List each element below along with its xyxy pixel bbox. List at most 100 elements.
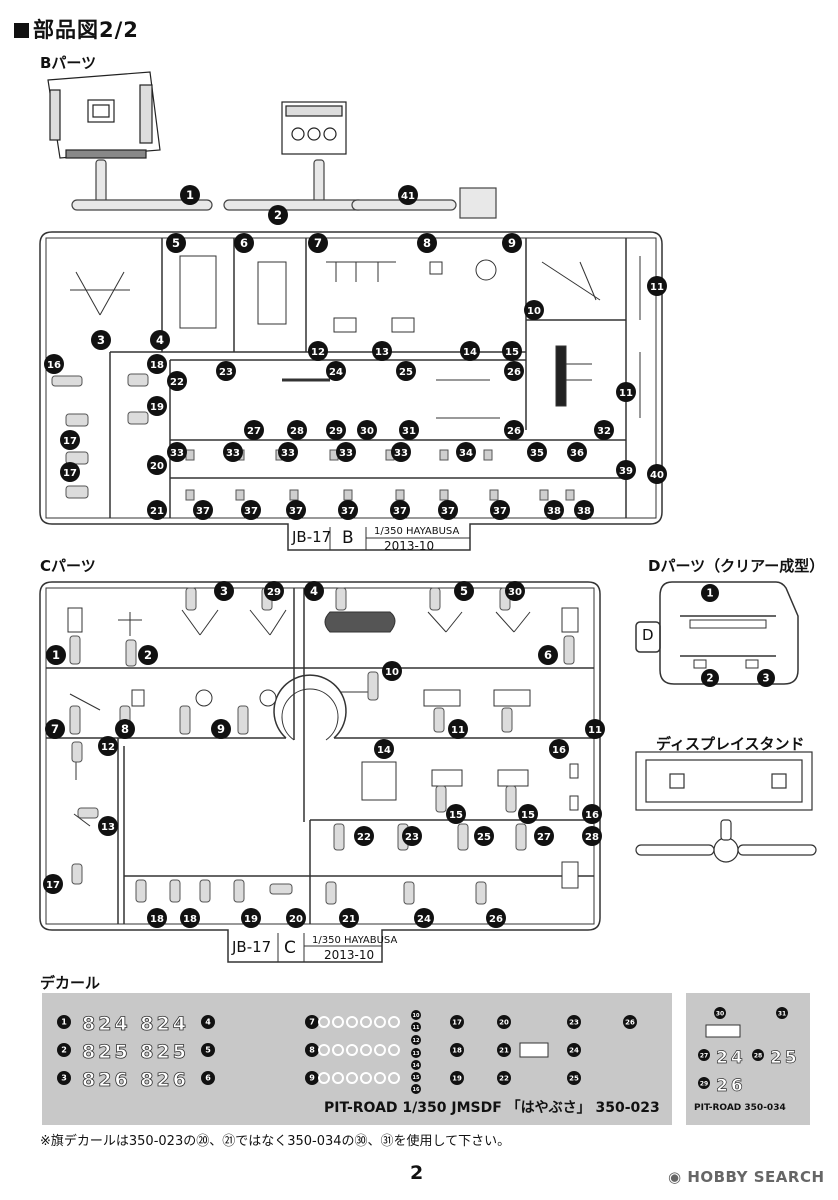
part-c-marker-text: 14 bbox=[377, 745, 391, 756]
decal-marker: 12 bbox=[411, 1035, 421, 1045]
decal-marker-disc bbox=[411, 1035, 421, 1045]
decal-row-marker-text: 1 bbox=[61, 1018, 67, 1027]
part-b-marker-text: 37 bbox=[341, 506, 355, 517]
part-b-marker-disc bbox=[574, 500, 594, 520]
part-b-marker-text: 29 bbox=[329, 426, 343, 437]
part-b-marker: 4 bbox=[150, 330, 170, 350]
part-b-marker-disc bbox=[460, 341, 480, 361]
part-b-marker: 35 bbox=[527, 442, 547, 462]
decal-hull-number: 826 826 bbox=[82, 1069, 189, 1091]
part-b-marker: 25 bbox=[396, 361, 416, 381]
part-b-marker: 38 bbox=[544, 500, 564, 520]
decal2-marker: 30 bbox=[714, 1007, 726, 1019]
part-c-marker-text: 15 bbox=[521, 810, 535, 821]
part-c-marker: 1 bbox=[46, 645, 66, 665]
part-c-marker-disc bbox=[115, 719, 135, 739]
part-c-marker-text: 18 bbox=[183, 914, 197, 925]
part-c-marker: 16 bbox=[582, 804, 602, 824]
part-b-marker-disc bbox=[504, 361, 524, 381]
sprue-d-and-stand-diagram bbox=[635, 581, 817, 863]
decal-marker: 19 bbox=[450, 1071, 464, 1085]
part-b-marker: 13 bbox=[372, 341, 392, 361]
decal-marker-text: 19 bbox=[452, 1075, 462, 1083]
part-b-marker-disc bbox=[616, 382, 636, 402]
part-c-marker: 30 bbox=[505, 581, 525, 601]
part-b-marker-text: 10 bbox=[527, 306, 541, 317]
part-b-marker-text: 4 bbox=[156, 333, 164, 347]
part-c-marker: 27 bbox=[534, 826, 554, 846]
part-c-marker: 16 bbox=[549, 739, 569, 759]
part-b-marker: 20 bbox=[147, 455, 167, 475]
part-c-marker: 21 bbox=[339, 908, 359, 928]
decal-ring bbox=[346, 1016, 358, 1028]
part-c-marker: 11 bbox=[448, 719, 468, 739]
part-b-marker: 37 bbox=[438, 500, 458, 520]
decal-marker-disc bbox=[411, 1022, 421, 1032]
sprue-b-code: JB-17 bbox=[292, 528, 332, 546]
part-c-marker-text: 20 bbox=[289, 914, 303, 925]
decal-marker-disc bbox=[201, 1043, 215, 1057]
part-c-marker-text: 15 bbox=[449, 810, 463, 821]
decal-marker-disc bbox=[201, 1015, 215, 1029]
part-b-marker-disc bbox=[390, 500, 410, 520]
c-parts-label: Cパーツ bbox=[40, 557, 96, 575]
decal-marker: 21 bbox=[497, 1043, 511, 1057]
part-b-marker-text: 21 bbox=[150, 506, 164, 517]
decal-marker-disc bbox=[450, 1071, 464, 1085]
decal-marker-text: 15 bbox=[413, 1075, 420, 1081]
part-c-marker: 5 bbox=[454, 581, 474, 601]
sprue-b-frame bbox=[39, 231, 663, 551]
part-b-marker: 26 bbox=[504, 361, 524, 381]
part-b-marker: 24 bbox=[326, 361, 346, 381]
decal-marker-text: 11 bbox=[413, 1025, 420, 1031]
part-c-marker-disc bbox=[286, 908, 306, 928]
part-b-marker-disc bbox=[357, 420, 377, 440]
part-b-marker: 33 bbox=[278, 442, 298, 462]
decal-marker: 23 bbox=[567, 1015, 581, 1029]
part-c-marker: 3 bbox=[214, 581, 234, 601]
part-b-marker: 11 bbox=[647, 276, 667, 296]
part-b-marker: 26 bbox=[504, 420, 524, 440]
decal-marker: 20 bbox=[497, 1015, 511, 1029]
part-b-marker-text: 32 bbox=[597, 426, 611, 437]
part-d-marker-text: 3 bbox=[762, 672, 769, 684]
part-b-marker-disc bbox=[244, 420, 264, 440]
part-b-marker-text: 19 bbox=[150, 402, 164, 413]
decal-marker-text: 22 bbox=[499, 1075, 509, 1083]
decal2-marker: 31 bbox=[776, 1007, 788, 1019]
sprue-c-model: 1/350 HAYABUSA bbox=[312, 935, 398, 946]
part-b-marker-disc bbox=[223, 442, 243, 462]
part-b-1-hull-block bbox=[47, 71, 161, 159]
part-c-marker-text: 4 bbox=[310, 584, 318, 598]
part-b-marker: 33 bbox=[167, 442, 187, 462]
part-b-marker-disc bbox=[336, 442, 356, 462]
part-c-marker-disc bbox=[382, 661, 402, 681]
part-c-marker-text: 28 bbox=[585, 832, 599, 843]
decal-row-marker-text: 2 bbox=[61, 1046, 67, 1055]
part-c-marker-text: 22 bbox=[357, 832, 371, 843]
sprue-c-letter: C bbox=[284, 938, 296, 958]
part-b-marker: 41 bbox=[398, 185, 418, 205]
decal-ring bbox=[360, 1072, 372, 1084]
part-c-marker: 22 bbox=[354, 826, 374, 846]
sprue-d-letter: D bbox=[642, 626, 654, 644]
part-b-marker-text: 30 bbox=[360, 426, 374, 437]
decal2-marker-text: 27 bbox=[700, 1052, 708, 1059]
part-b-marker-disc bbox=[647, 464, 667, 484]
sprue-d-frame bbox=[635, 581, 799, 685]
part-b-marker-disc bbox=[216, 361, 236, 381]
part-b-marker-text: 6 bbox=[240, 236, 248, 250]
sprue-c-diagram bbox=[39, 581, 601, 963]
part-c-marker-disc bbox=[354, 826, 374, 846]
decal-ring bbox=[388, 1072, 400, 1084]
part-c-marker: 9 bbox=[211, 719, 231, 739]
page-title: 部品図2/2 bbox=[14, 14, 139, 44]
part-b-marker-disc bbox=[616, 460, 636, 480]
part-b-marker-disc bbox=[60, 430, 80, 450]
part-c-marker-disc bbox=[446, 804, 466, 824]
part-b-marker-text: 5 bbox=[172, 236, 180, 250]
part-b-2-bridge-block bbox=[281, 101, 347, 155]
part-c-marker-text: 21 bbox=[342, 914, 356, 925]
